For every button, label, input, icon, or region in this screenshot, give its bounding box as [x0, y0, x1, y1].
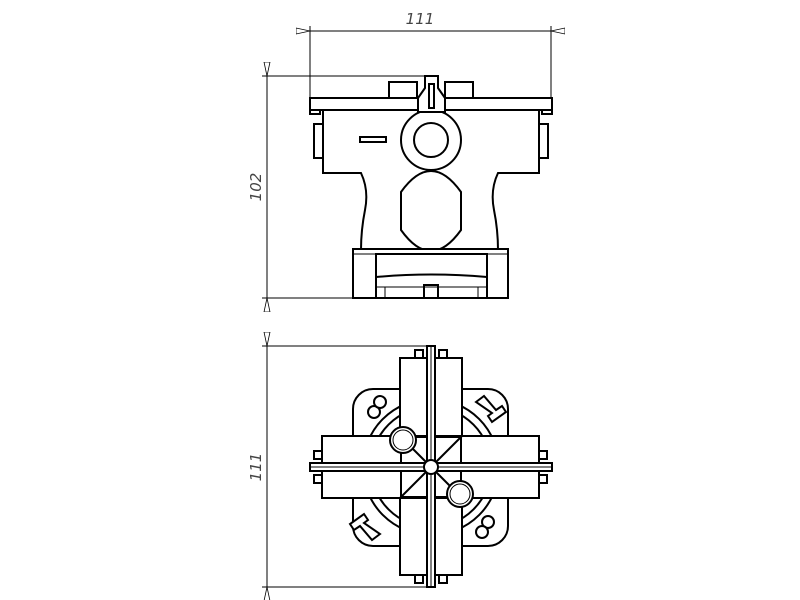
pin-hole-left	[389, 426, 417, 454]
front-view: 111 102	[247, 10, 552, 298]
height-dimension: 102	[247, 76, 432, 298]
bottom-height-dimension: 111	[247, 346, 430, 587]
pin-hole-right	[446, 480, 474, 508]
socket-body-bottom	[309, 345, 553, 588]
center-hole	[423, 459, 439, 475]
top-clip	[417, 75, 446, 113]
bottom-view: 111	[247, 345, 553, 588]
socket-body-front	[309, 75, 553, 299]
width-dimension: 111	[310, 10, 551, 100]
width-dimension-label: 111	[406, 10, 435, 28]
bottom-height-dimension-label: 111	[247, 453, 265, 482]
height-dimension-label: 102	[247, 173, 265, 202]
